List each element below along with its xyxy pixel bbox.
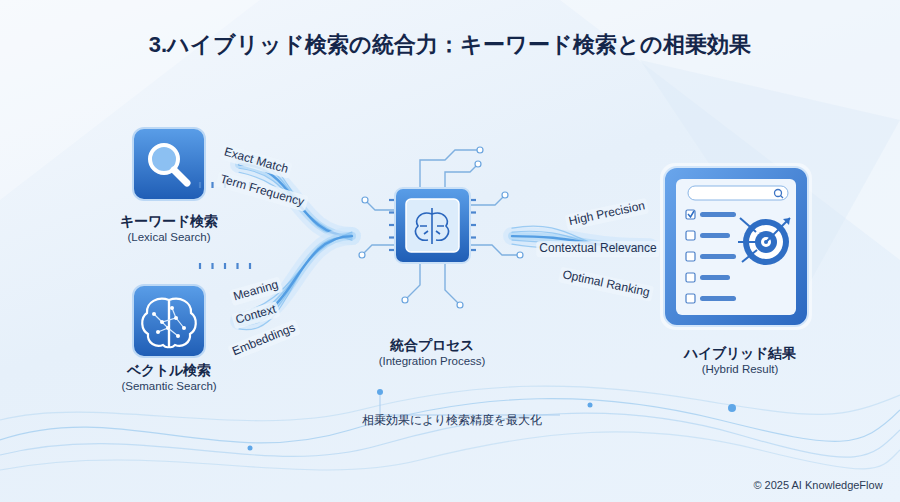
node-subtitle: (Semantic Search) bbox=[121, 379, 216, 395]
diagram-caption: 相乗効果により検索精度を最大化 bbox=[362, 413, 542, 429]
search-node: 統合プロセス(Integration Process) bbox=[352, 184, 512, 370]
node-subtitle: (Lexical Search) bbox=[127, 230, 210, 246]
node-subtitle: (Integration Process) bbox=[379, 354, 486, 370]
magnifier-icon bbox=[133, 128, 205, 200]
processor-chip-icon bbox=[200, 147, 523, 308]
node-title: ベクトル検索 bbox=[127, 362, 211, 380]
node-title: キーワード検索 bbox=[120, 213, 218, 231]
flow-label: Optimal Ranking bbox=[558, 267, 654, 302]
flow-label: Contextual Relevance bbox=[536, 241, 659, 257]
flow-label: High Precision bbox=[565, 198, 650, 231]
result-panel-icon bbox=[660, 163, 812, 330]
copyright-note: © 2025 AI KnowledgeFlow bbox=[753, 478, 882, 492]
node-subtitle: (Hybrid Result) bbox=[702, 362, 779, 378]
node-title: ハイブリッド結果 bbox=[684, 345, 796, 363]
diagram-title: 3.ハイブリッド検索の統合力：キーワード検索との相乗効果 bbox=[0, 30, 900, 60]
search-node: ハイブリッド結果(Hybrid Result) bbox=[650, 160, 830, 378]
brain-icon bbox=[133, 285, 205, 357]
search-node: ベクトル検索(Semantic Search) bbox=[99, 281, 239, 395]
node-title: 統合プロセス bbox=[390, 337, 474, 355]
